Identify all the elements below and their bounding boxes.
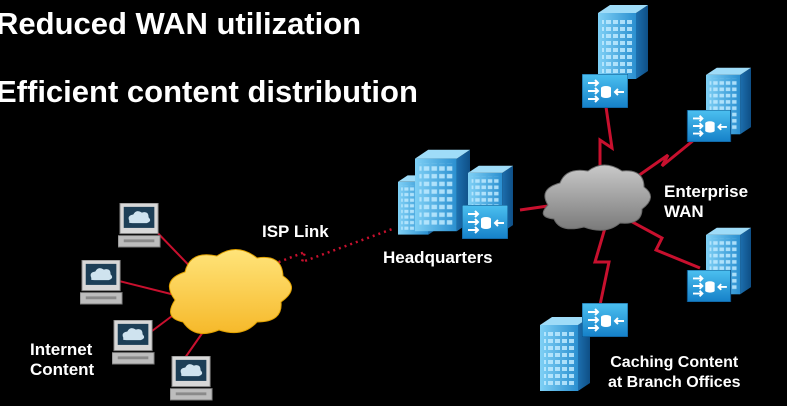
wan-links	[519, 99, 701, 306]
computer-icon	[112, 320, 155, 365]
branch-building-right-top-icon	[686, 67, 751, 142]
computer-icon	[80, 260, 123, 305]
content-engine-icon	[582, 303, 628, 337]
content-engine-icon	[582, 74, 628, 108]
internet-content-label: Internet Content	[30, 340, 95, 379]
bullet-reduced-wan: Reduced WAN utilization	[0, 6, 362, 41]
content-engine-icon	[462, 205, 508, 239]
computer-icon	[170, 356, 213, 401]
caching-content-label: Caching Content at Branch Offices	[608, 354, 741, 391]
branch-building-top-icon	[582, 5, 648, 108]
content-engine-icon	[686, 270, 732, 302]
wan-cloud-icon	[542, 164, 651, 231]
internet-cloud-icon	[168, 249, 292, 335]
headquarters-label: Headquarters	[383, 248, 493, 267]
isp-link-label: ISP Link	[262, 222, 329, 241]
computer-icon	[118, 203, 161, 248]
enterprise-wan-label: Enterprise WAN	[664, 182, 749, 221]
content-engine-icon	[686, 110, 732, 142]
headquarters-building-icon	[398, 149, 513, 239]
bullet-efficient-content: Efficient content distribution	[0, 74, 418, 109]
branch-building-right-bottom-icon	[686, 227, 751, 302]
